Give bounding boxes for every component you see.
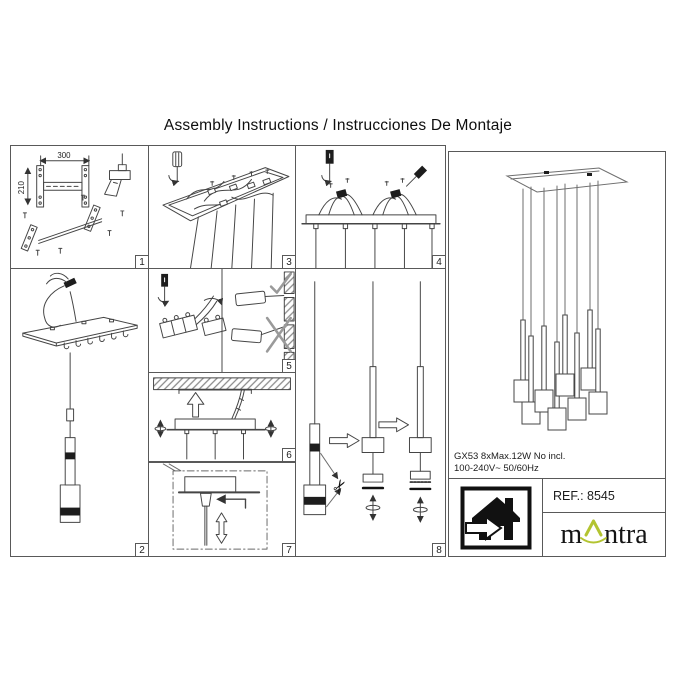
screw-rotation-icon-left [154,419,167,438]
panel-6-number: 6 [282,448,296,462]
canopy-underside [177,476,261,546]
panel-8: ✂ 8 [295,268,446,557]
pendant-step-3 [408,281,432,523]
panel-5: 5 [148,268,296,373]
panel-8-drawing: ✂ [303,281,432,523]
indoor-use-cell [449,479,543,556]
electrical-specs: GX53 8xMax.12W No incl. 100-240V~ 50/60H… [454,451,565,474]
screwdriver-icon [168,151,183,187]
panel-1-number: 1 [135,255,149,269]
ceiling [153,377,291,391]
drill-icon [104,153,131,197]
screw-rotation-icon [412,496,428,523]
pendant-step-1 [303,281,342,516]
scissors-icon: ✂ [328,475,351,497]
canopy [22,316,138,350]
footer-row: REF.: 8545 m ntra [449,478,665,556]
screwdriver-angled-icon [406,165,428,187]
next-arrow-icon [329,433,360,449]
panel-7: 7 [148,462,296,557]
panel-3-drawing [162,151,290,268]
canopy-frame [162,167,290,222]
wire-cluster-left [318,177,363,216]
screw-rotation-icon-right [265,419,277,438]
screw-rotation-icon [365,494,381,521]
brand-logo: m ntra [543,513,665,556]
panel-4-drawing [301,149,441,268]
dimension-height-label: 210 [17,180,26,194]
panel-4-number: 4 [432,255,446,269]
pendant [59,352,81,523]
panel-7-drawing [162,463,268,550]
spec-lamp: GX53 8xMax.12W No incl. [454,451,566,462]
panel-2-number: 2 [135,543,149,557]
panel-7-number: 7 [282,543,296,557]
screwdriver-icon [157,273,170,308]
lamp-pendants [513,180,608,431]
incorrect-mount [231,316,292,353]
lamp-canopy [505,167,629,193]
panel-3: 3 [148,145,296,269]
panel-1: 300 210 1 [10,145,149,269]
next-arrow-icon [378,417,409,433]
panel-4: 4 [295,145,446,269]
finished-lamp-drawing [505,167,629,431]
suspension-rods [190,192,274,268]
wall-mount-examples [231,271,295,370]
supply-cable [231,389,245,420]
spec-power: 100-240V~ 50/60Hz [454,462,539,474]
screws [22,194,125,256]
cable-clamps [207,169,272,207]
adjust-height-arrow-icon [215,512,228,544]
panel-2: 2 [10,268,149,557]
panel-6: 6 [148,372,296,462]
logo-text-ntra: ntra [604,518,648,550]
logo-caret-icon [580,519,608,543]
cross-icon [265,316,292,353]
up-arrow-icon [186,392,205,418]
correct-mount [234,272,292,307]
panel-2-drawing [22,272,138,523]
terminal-block [159,295,227,339]
dimension-width-label: 300 [57,151,71,160]
pendant-step-2 [361,281,385,521]
wire-cluster-right [372,177,417,216]
canopy-side [301,214,441,225]
panel-5-drawing [157,269,295,372]
indoor-use-icon [460,486,531,549]
canopy [166,418,266,460]
panel-1-drawing: 300 210 [17,151,131,256]
panel-3-number: 3 [282,255,296,269]
suspension-rods [313,223,435,268]
mains-cable [43,272,77,328]
panel-8-number: 8 [432,543,446,557]
exploded-bracket [20,194,125,256]
reference-number: REF.: 8545 [543,479,665,513]
screwdriver-icon [321,149,334,187]
panel-6-drawing [153,377,291,460]
panel-5-number: 5 [282,359,296,373]
mounting-bracket [36,165,90,208]
logo-text-m: m [560,518,583,550]
check-icon [269,272,292,294]
page-title: Assembly Instructions / Instrucciones De… [163,117,513,134]
product-summary: GX53 8xMax.12W No incl. 100-240V~ 50/60H… [448,151,666,557]
